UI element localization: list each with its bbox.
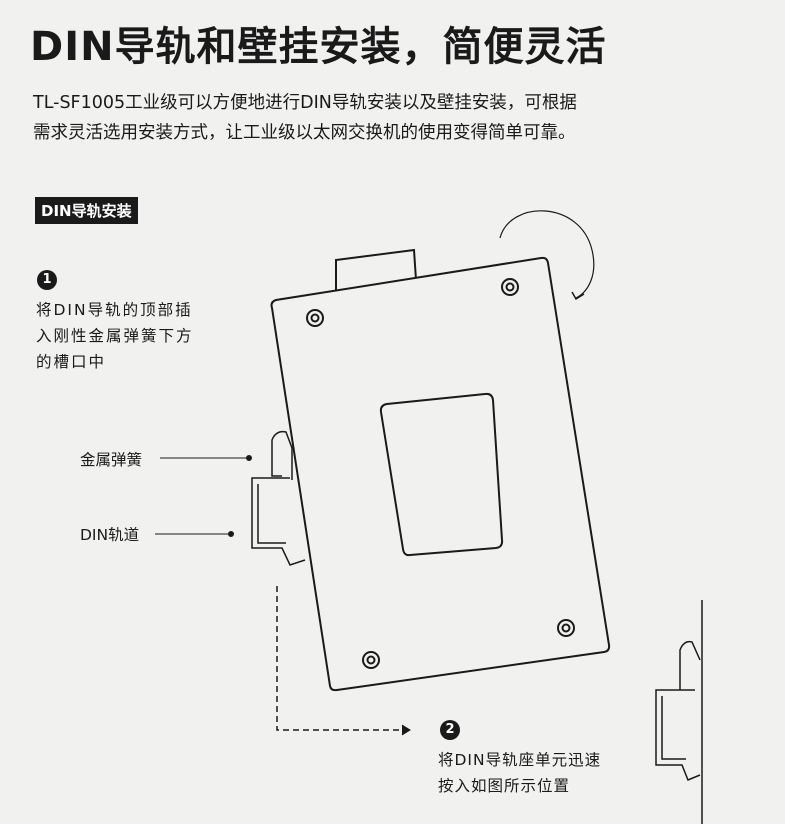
installed-rail xyxy=(655,640,701,781)
dashed-arrow xyxy=(276,586,405,731)
screw-icon xyxy=(306,278,575,669)
rotate-arrow-icon xyxy=(499,210,595,299)
spring-clip xyxy=(271,430,293,480)
switch-device xyxy=(270,256,611,692)
step-line: 按入如图所示位置 xyxy=(438,777,571,795)
section-badge: DIN导轨安装 xyxy=(35,197,138,224)
step-line: 的槽口中 xyxy=(36,353,107,371)
port-tab xyxy=(335,248,417,292)
page-title: DIN导轨和壁挂安装，简便灵活 xyxy=(30,24,607,70)
description-line: TL-SF1005工业级可以方便地进行DIN导轨安装以及壁挂安装，可根据 xyxy=(33,93,577,113)
step-line: 入刚性金属弹簧下方 xyxy=(36,327,194,345)
spring-label: 金属弹簧 xyxy=(80,451,143,469)
din-rail xyxy=(251,477,306,566)
rail-label: DIN轨道 xyxy=(80,526,140,544)
step-line: 将DIN导轨座单元迅速 xyxy=(438,751,602,769)
step-2-number: 2 xyxy=(440,720,460,740)
description-line: 需求灵活选用安装方式，让工业级以太网交换机的使用变得简单可靠。 xyxy=(33,123,576,143)
description: TL-SF1005工业级可以方便地进行DIN导轨安装以及壁挂安装，可根据 需求灵… xyxy=(33,88,773,148)
step-1-text: 将DIN导轨的顶部插 入刚性金属弹簧下方 的槽口中 xyxy=(36,297,194,375)
step-2-text: 将DIN导轨座单元迅速 按入如图所示位置 xyxy=(438,747,601,799)
label-panel xyxy=(379,392,504,557)
step-line: 将DIN导轨的顶部插 xyxy=(36,301,193,319)
step-1-number: 1 xyxy=(37,270,57,290)
